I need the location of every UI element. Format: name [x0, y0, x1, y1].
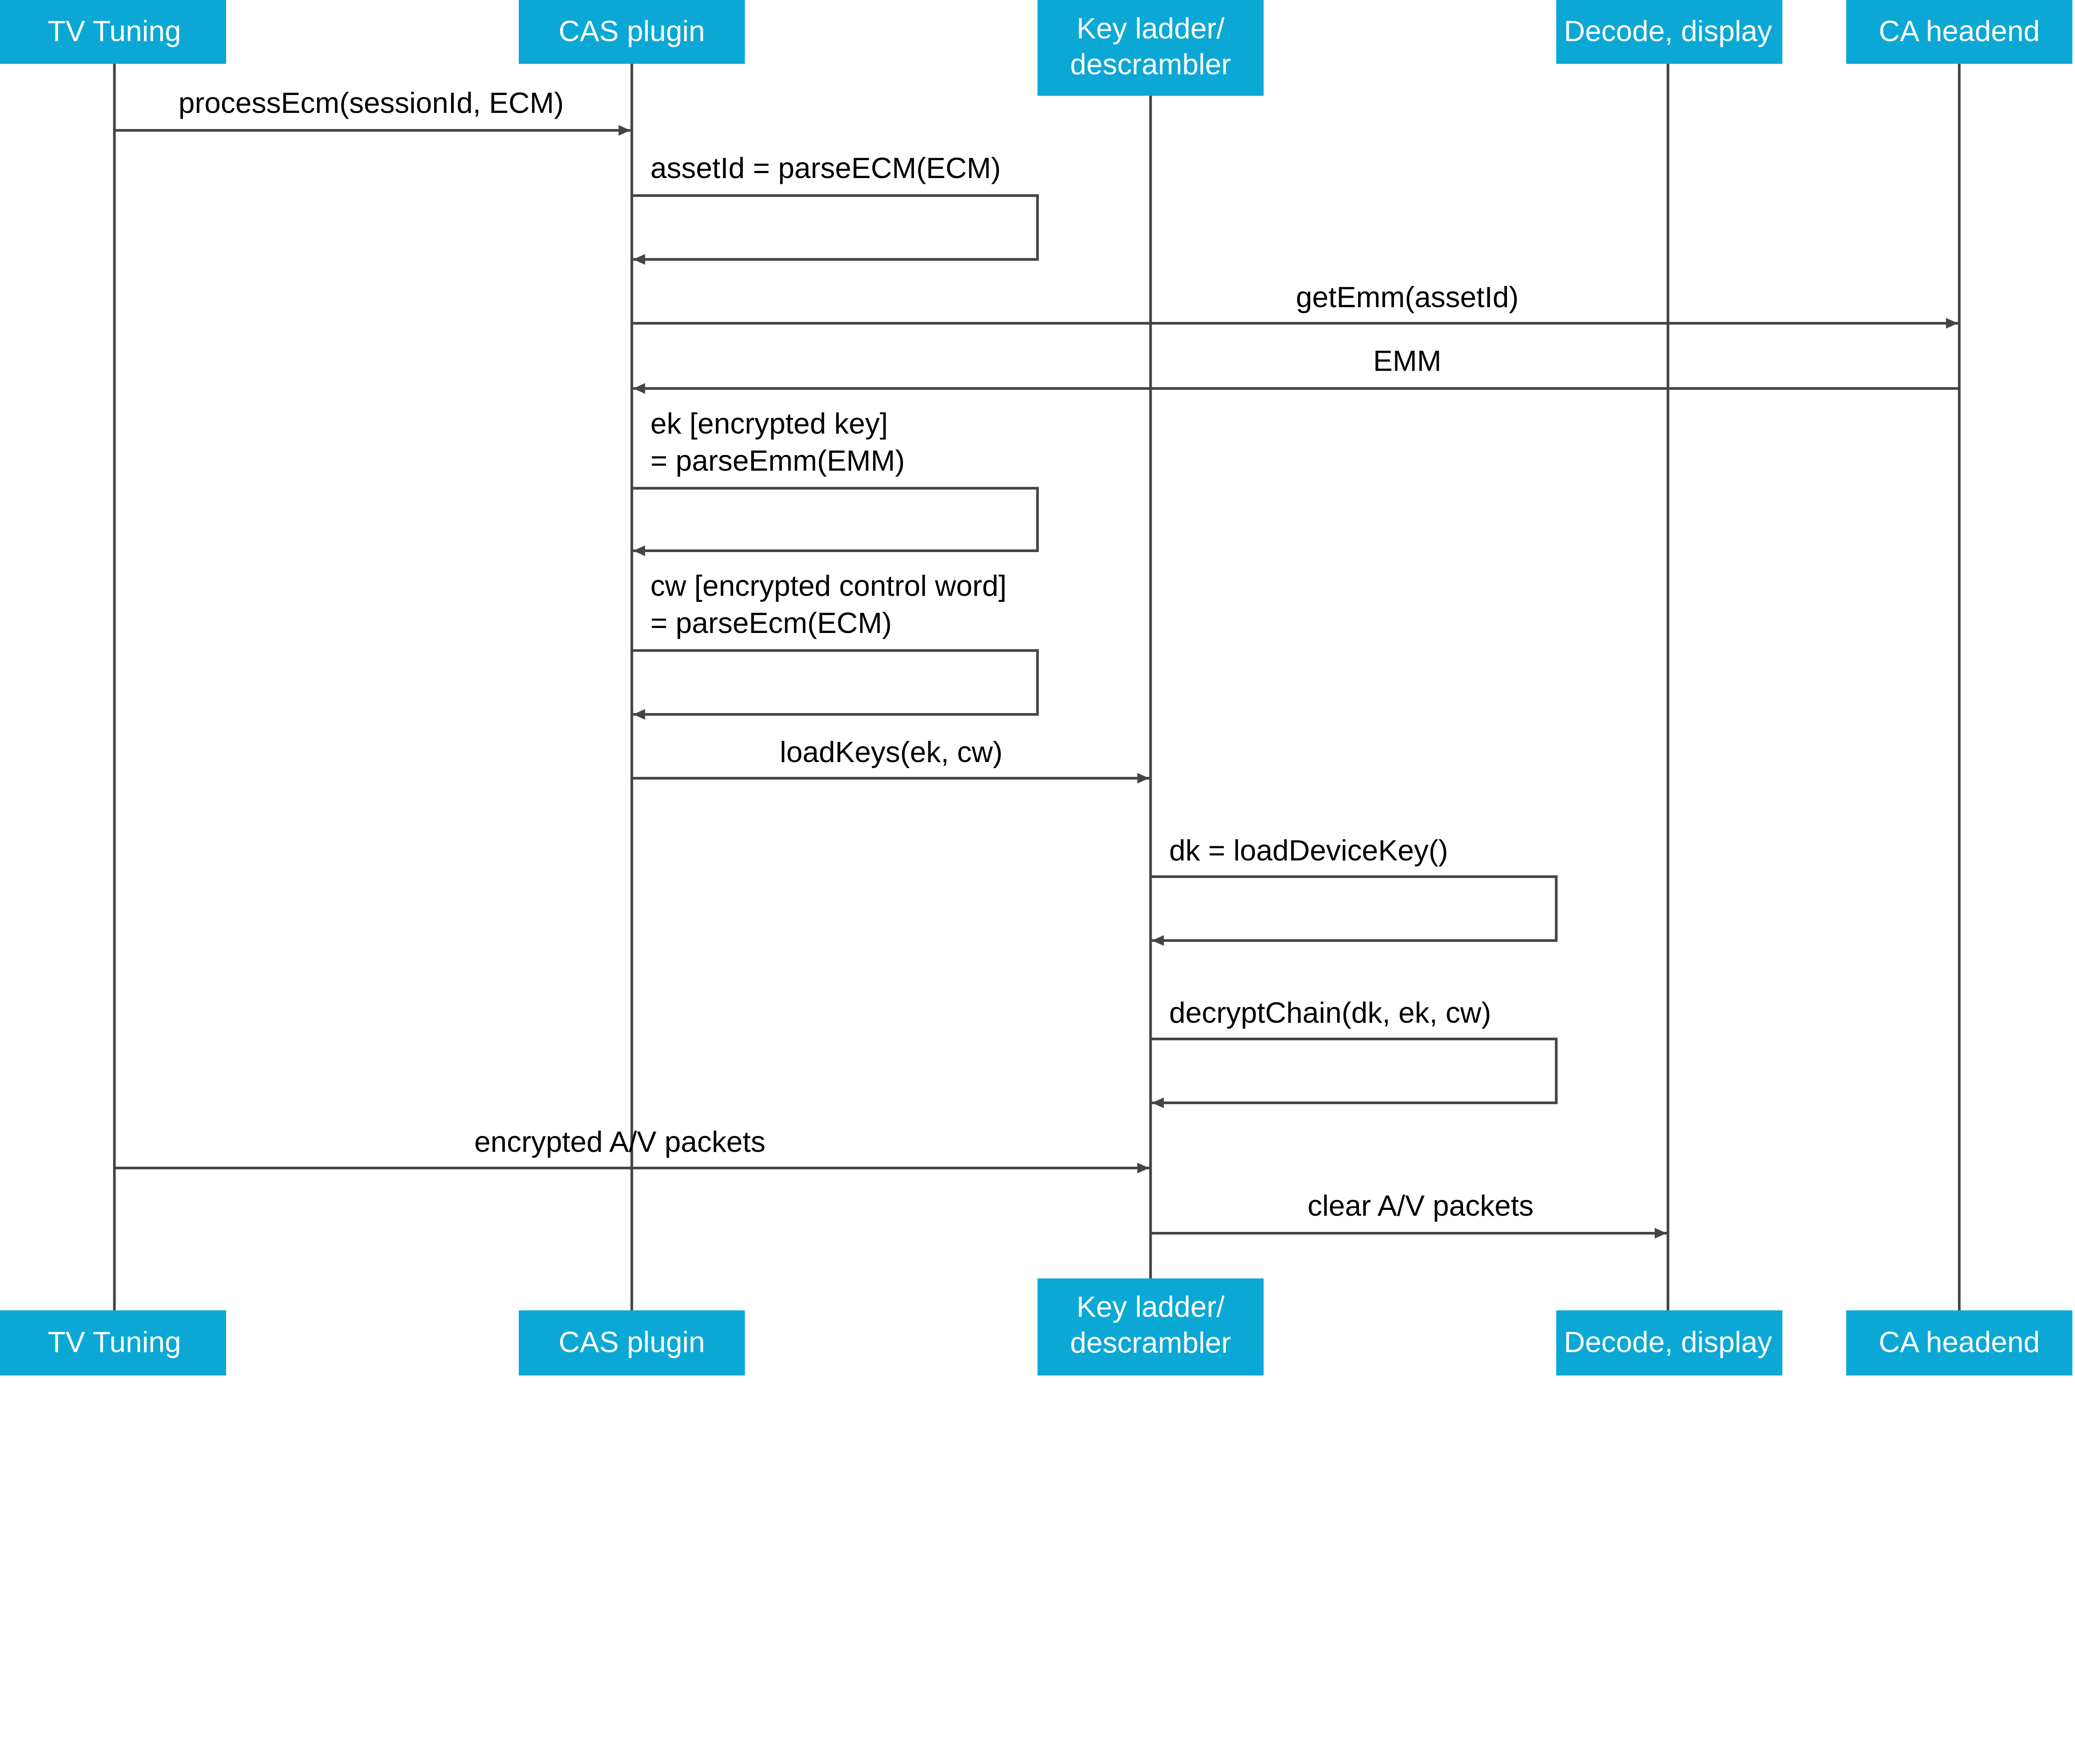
participant-label: CA headend	[1879, 1325, 2040, 1358]
message-10: encrypted A/V packets	[114, 1125, 1150, 1173]
self-call-arrow	[632, 649, 1039, 720]
message-7: loadKeys(ek, cw)	[632, 735, 1150, 784]
message-label: dk = loadDeviceKey()	[1169, 834, 1448, 867]
participant-tv-top: TV Tuning	[0, 0, 226, 64]
participant-label: CA headend	[1879, 15, 2040, 47]
message-5: ek [encrypted key] = parseEmm(EMM)	[632, 407, 1039, 556]
message-6: cw [encrypted control word] = parseEcm(EC…	[632, 569, 1039, 720]
sequence-diagram: processEcm(sessionId, ECM) assetId = pars…	[0, 0, 2073, 1376]
message-2: assetId = parseECM(ECM)	[632, 151, 1039, 265]
messages: processEcm(sessionId, ECM) assetId = pars…	[114, 86, 1960, 1239]
participant-box	[1556, 1310, 1782, 1376]
message-label: = parseEmm(EMM)	[650, 444, 905, 477]
participant-dec-bottom: Decode, display	[1556, 1310, 1782, 1376]
participant-box	[518, 0, 745, 64]
participant-box	[1037, 0, 1264, 96]
participant-label: descrambler	[1070, 48, 1231, 81]
message-label: getEmm(assetId)	[1296, 281, 1519, 313]
message-label: clear A/V packets	[1308, 1189, 1534, 1222]
participant-label: TV Tuning	[48, 1325, 181, 1358]
participant-label: descrambler	[1070, 1326, 1231, 1359]
message-3: getEmm(assetId)	[632, 281, 1958, 329]
participant-cas-bottom: CAS plugin	[518, 1310, 745, 1376]
participant-label: Decode, display	[1564, 15, 1772, 47]
participant-kl-top: Key ladder/descrambler	[1037, 0, 1264, 96]
message-label: = parseEcm(ECM)	[650, 606, 892, 639]
self-call-arrow	[1150, 1037, 1558, 1108]
participant-label: Key ladder/	[1077, 1290, 1225, 1323]
message-9: decryptChain(dk, ek, cw)	[1150, 996, 1558, 1108]
message-1: processEcm(sessionId, ECM)	[114, 86, 631, 136]
participant-dec-top: Decode, display	[1556, 0, 1782, 64]
message-11: clear A/V packets	[1150, 1189, 1667, 1239]
participant-cas-top: CAS plugin	[518, 0, 745, 64]
self-call-arrow	[1150, 875, 1558, 946]
participant-label: CAS plugin	[559, 1325, 705, 1358]
message-label: encrypted A/V packets	[474, 1125, 766, 1158]
lifelines	[113, 53, 1961, 1317]
participant-box	[0, 0, 226, 64]
self-call-arrow	[632, 487, 1039, 556]
message-4: EMM	[633, 344, 1960, 394]
participant-box	[1846, 1310, 2073, 1376]
message-label: cw [encrypted control word]	[650, 569, 1006, 602]
message-label: decryptChain(dk, ek, cw)	[1169, 996, 1491, 1029]
participant-ca-top: CA headend	[1846, 0, 2073, 64]
message-label: ek [encrypted key]	[650, 407, 888, 440]
participant-label: Key ladder/	[1077, 12, 1225, 44]
participant-box	[518, 1310, 745, 1376]
participant-label: Decode, display	[1564, 1325, 1772, 1358]
participant-box	[1846, 0, 2073, 64]
participant-box	[0, 1310, 226, 1376]
participant-label: TV Tuning	[48, 15, 181, 47]
message-8: dk = loadDeviceKey()	[1150, 834, 1558, 946]
message-label: EMM	[1373, 344, 1441, 377]
message-label: assetId = parseECM(ECM)	[650, 151, 1001, 184]
message-label: loadKeys(ek, cw)	[780, 735, 1003, 768]
participant-box	[1037, 1278, 1264, 1376]
participant-box	[1556, 0, 1782, 64]
participant-kl-bottom: Key ladder/descrambler	[1037, 1278, 1264, 1376]
participant-ca-bottom: CA headend	[1846, 1310, 2073, 1376]
self-call-arrow	[632, 194, 1039, 265]
participant-tv-bottom: TV Tuning	[0, 1310, 226, 1376]
participant-label: CAS plugin	[559, 15, 705, 47]
message-label: processEcm(sessionId, ECM)	[178, 86, 564, 119]
